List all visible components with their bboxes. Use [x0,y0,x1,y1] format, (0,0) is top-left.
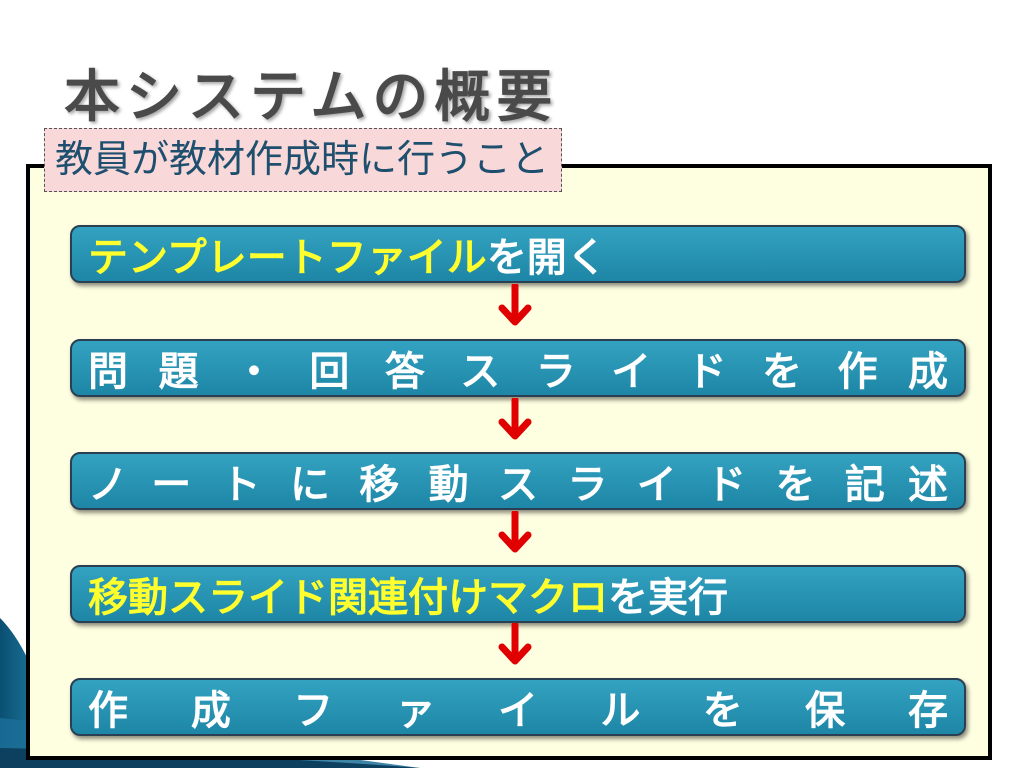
step-char: に [289,462,330,508]
step-highlight: 移動スライド関連付けマクロ [88,575,608,621]
step-char: イ [497,688,538,734]
step-char: 答 [384,349,425,395]
down-arrow-icon [498,623,532,665]
step-char: 問 [88,349,128,395]
step-char: 題 [158,349,199,395]
step-char: 成 [908,349,948,395]
step-char: 成 [190,688,231,734]
down-arrow-icon [498,398,532,440]
step-char: ノ [88,462,128,508]
step-char: ス [498,462,539,508]
step-highlight: テンプレートファイル [88,235,487,281]
step-label: を実行 [608,575,728,621]
step-char: ラ [567,462,608,508]
step-char: 移 [359,462,400,508]
step-char: ス [460,349,501,395]
step-char: 記 [844,462,885,508]
subtitle-label: 教員が教材作成時に行うこと [44,128,563,192]
step-char: 動 [428,462,469,508]
step-char: イ [636,462,677,508]
step-label: を開く [486,235,607,281]
slide-title: 本システムの概要 [64,65,559,130]
step-open-template: テンプレートファイルを開く [70,225,966,283]
step-char: ト [220,462,261,508]
step-char: イ [611,349,652,395]
step-char: 述 [908,462,949,508]
step-char: 保 [805,688,846,734]
step-char: を [775,462,816,508]
step-char: 作 [88,688,128,734]
step-char: を [702,688,743,734]
step-char: フ [293,688,334,734]
step-run-macro: 移動スライド関連付けマクロを実行 [70,565,966,623]
step-char: ル [600,688,641,734]
step-char: ・ [233,349,274,395]
step-char: ァ [395,688,436,734]
step-create-slides: 問 題 ・ 回 答 ス ラ イ ド を 作 成 [70,339,966,397]
step-save-file: 作 成 フ ァ イ ル を 保 存 [70,678,966,736]
step-char: 存 [907,688,948,734]
step-char: ラ [535,349,576,395]
step-char: ー [151,462,192,508]
down-arrow-icon [498,284,532,326]
step-char: ド [706,462,747,508]
down-arrow-icon [498,511,532,553]
step-write-notes: ノ ー ト に 移 動 ス ラ イ ド を 記 述 [70,452,966,510]
step-char: 回 [309,349,350,395]
step-char: ド [686,349,727,395]
step-char: を [762,349,803,395]
step-char: 作 [837,349,878,395]
